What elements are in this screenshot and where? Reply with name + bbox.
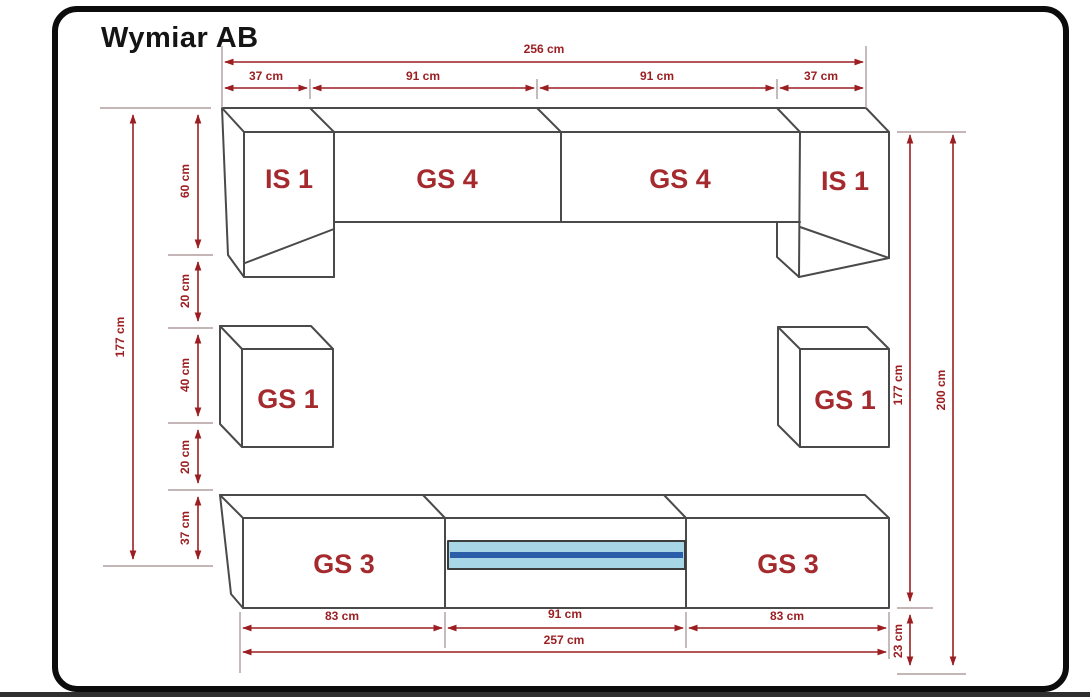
dimension-ticks (100, 46, 966, 675)
dim-top-seg2-label: 91 cm (406, 69, 440, 83)
dim-right-200-label: 200 cm (934, 370, 948, 411)
gs1-left-front-face (241, 348, 334, 448)
dim-left-total-label: 177 cm (113, 317, 127, 358)
frame-border (52, 6, 1069, 692)
page-frame (0, 6, 1090, 697)
dim-bottom-total-label: 257 cm (544, 633, 585, 647)
bottom-unit-left-side-edge (219, 494, 244, 609)
dim-bottom-seg3-label: 83 cm (770, 609, 804, 623)
led-strip (447, 540, 686, 570)
is1-right-bottom-edge (798, 257, 890, 278)
bottom-top-face-divider-2 (663, 494, 687, 519)
dim-top-seg4-label: 37 cm (804, 69, 838, 83)
diagram-title: Wymiar AB (101, 22, 259, 54)
gs1-left-outline (219, 325, 334, 448)
is1-right-underside-edge (776, 221, 800, 278)
dimension-arrows (129, 58, 957, 666)
led-strip-light-band (450, 552, 683, 558)
unit-label-gs1-right: GS 1 (814, 385, 876, 415)
gs1-right-top-face (777, 326, 890, 350)
unit-label-gs3-left: GS 3 (313, 549, 375, 579)
dim-left-seg3-label: 40 cm (178, 358, 192, 392)
is1-right-left-edge (798, 131, 801, 278)
top-face-divider-2 (536, 107, 562, 133)
top-unit-left-side-edge (221, 107, 245, 278)
bottom-top-face-divider-1 (422, 494, 446, 519)
gs1-right-outline (777, 326, 890, 448)
unit-label-is1-right: IS 1 (821, 166, 869, 196)
dim-bottom-seg1-label: 83 cm (325, 609, 359, 623)
bottom-edge-strip (0, 692, 1090, 697)
dim-top-total-label: 256 cm (524, 42, 565, 56)
dim-right-23-label: 23 cm (891, 624, 905, 658)
dim-left-seg4-label: 20 cm (178, 440, 192, 474)
unit-label-gs1-left: GS 1 (257, 384, 319, 414)
dim-bottom-seg2-label: 91 cm (548, 607, 582, 621)
dim-top-seg1-label: 37 cm (249, 69, 283, 83)
dim-left-seg2-label: 20 cm (178, 274, 192, 308)
gs1-right-side-edge (777, 326, 801, 448)
unit-label-gs4-left: GS 4 (416, 164, 478, 194)
dimension-labels: 256 cm 37 cm 91 cm 91 cm 37 cm 177 cm 60… (113, 42, 948, 658)
unit-labels: IS 1 GS 4 GS 4 IS 1 GS 1 GS 1 GS 3 GS 3 (257, 164, 876, 579)
top-face-divider-1 (309, 107, 335, 133)
is1-left-front-face (243, 131, 335, 278)
gs1-right-front-face (799, 348, 890, 448)
unit-label-is1-left: IS 1 (265, 164, 313, 194)
dim-right-177-label: 177 cm (891, 365, 905, 406)
top-unit-outline (221, 107, 890, 278)
gs1-left-side-edge (219, 325, 243, 448)
unit-label-gs3-right: GS 3 (757, 549, 819, 579)
bottom-unit-top-face (219, 494, 890, 519)
top-face-divider-3 (776, 107, 801, 133)
unit-label-gs4-right: GS 4 (649, 164, 711, 194)
dim-top-seg3-label: 91 cm (640, 69, 674, 83)
dim-left-seg5-label: 37 cm (178, 511, 192, 545)
dim-left-seg1-label: 60 cm (178, 164, 192, 198)
furniture-outlines (219, 107, 890, 609)
gs1-left-top-face (219, 325, 334, 350)
is1-right-slanted-shelf (799, 226, 890, 259)
is1-left-slanted-shelf (244, 228, 335, 264)
